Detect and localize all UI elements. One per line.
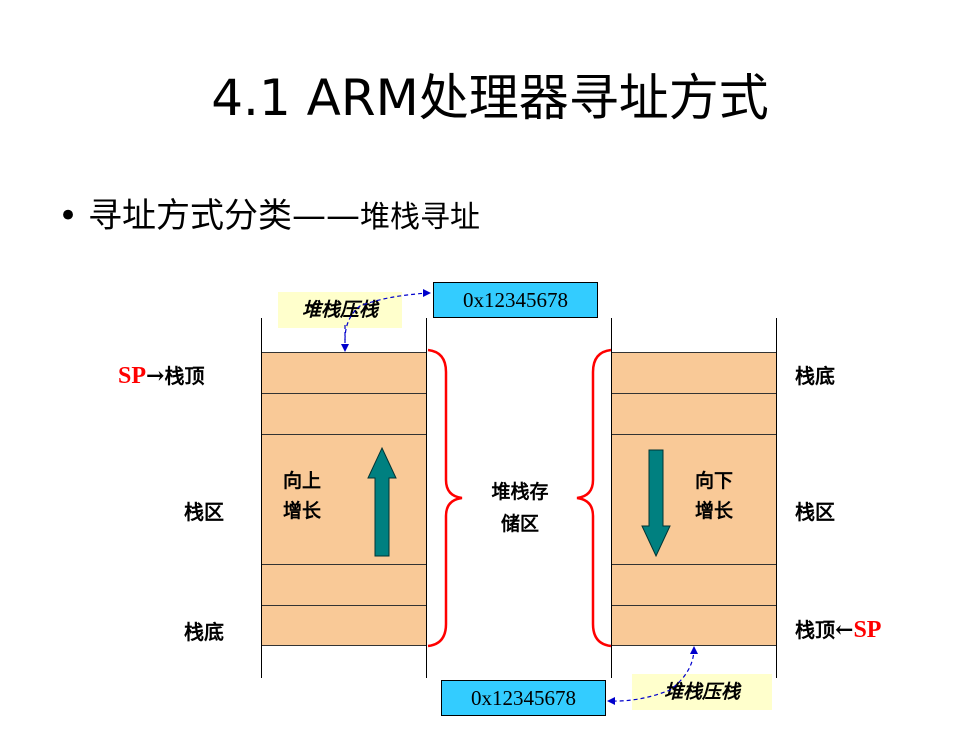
up-arrow-icon xyxy=(367,446,397,557)
left-sp-label: SP xyxy=(118,363,147,389)
right-push-note: 堆栈压栈 xyxy=(632,674,772,710)
left-stack-cell xyxy=(262,393,426,434)
right-stack-cell xyxy=(612,434,776,564)
left-stack-cell xyxy=(262,434,426,564)
right-stack-cell xyxy=(612,564,776,605)
left-bottom-label: 栈底 xyxy=(184,620,224,644)
right-stack-cell xyxy=(612,605,776,646)
right-stack-cell xyxy=(612,352,776,393)
slide-title: 4.1 ARM处理器寻址方式 xyxy=(211,69,769,127)
right-direction-line1: 向下 xyxy=(694,470,733,492)
left-push-arrowhead-top xyxy=(423,289,431,297)
center-label-line1: 堆栈存 xyxy=(491,481,549,503)
right-area-label: 栈区 xyxy=(795,500,835,524)
left-direction-line2: 增长 xyxy=(282,500,321,522)
bullet-line: •寻址方式分类——堆栈寻址 xyxy=(58,188,480,237)
right-stack-left-wall xyxy=(611,318,612,678)
left-brace xyxy=(427,348,463,648)
right-top-label: 栈顶←SP xyxy=(795,614,881,644)
left-top-text: 栈顶 xyxy=(164,364,205,388)
right-push-arrowhead-left xyxy=(607,697,615,705)
right-arrow-icon: → xyxy=(146,363,165,389)
right-direction-line2: 增长 xyxy=(694,500,733,522)
right-stack-cell xyxy=(612,393,776,434)
right-push-connector xyxy=(609,647,695,702)
left-stack-cell xyxy=(262,564,426,605)
right-stack-right-wall xyxy=(776,318,777,678)
left-push-arrowhead-down xyxy=(341,344,349,352)
right-push-arrowhead-up xyxy=(690,646,698,654)
right-brace xyxy=(576,348,612,648)
left-stack-cell xyxy=(262,605,426,646)
bullet-sub-text: 堆栈寻址 xyxy=(360,200,480,235)
left-stack-cell xyxy=(262,352,426,393)
right-bottom-label: 栈底 xyxy=(795,364,835,388)
left-direction-label: 向上 增长 xyxy=(272,466,332,526)
center-label-line2: 储区 xyxy=(500,513,539,535)
left-address-box: 0x12345678 xyxy=(433,282,598,318)
left-push-note: 堆栈压栈 xyxy=(278,292,402,328)
down-arrow-icon xyxy=(641,449,671,558)
right-direction-label: 向下 增长 xyxy=(684,466,744,526)
bullet-dot-icon: • xyxy=(58,196,79,236)
right-top-text: 栈顶 xyxy=(795,618,835,642)
right-sp-label: SP xyxy=(853,617,882,643)
left-arrow-icon: ← xyxy=(835,617,854,643)
left-push-connector xyxy=(344,292,429,341)
left-stack-right-wall xyxy=(426,318,427,678)
center-label: 堆栈存 储区 xyxy=(465,476,575,540)
left-direction-line1: 向上 xyxy=(282,470,321,492)
bullet-main-text: 寻址方式分类—— xyxy=(88,196,360,236)
left-area-label: 栈区 xyxy=(184,500,224,524)
right-address-box: 0x12345678 xyxy=(441,680,606,716)
left-stack-left-wall xyxy=(261,318,262,678)
left-top-label: SP→栈顶 xyxy=(118,360,204,390)
